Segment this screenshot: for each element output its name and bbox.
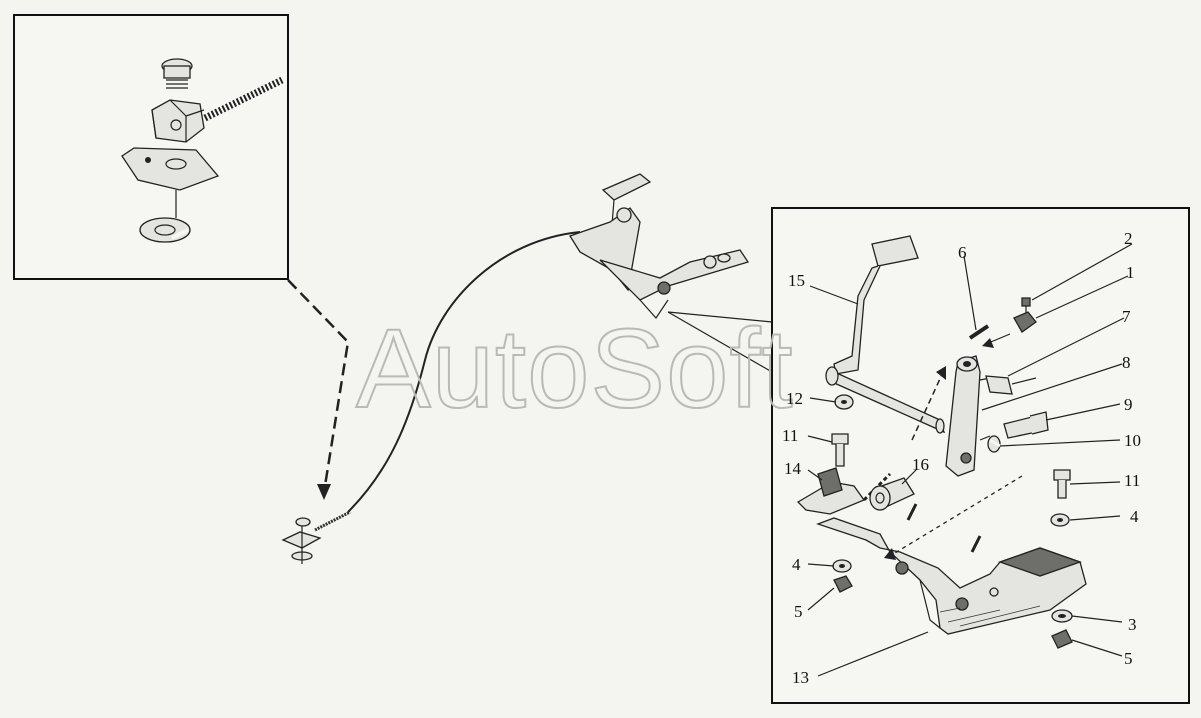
callout-15: 15	[788, 271, 805, 290]
small-cable-end-assembly	[281, 510, 351, 564]
callout-10: 10	[1124, 431, 1141, 450]
callout-11-left: 11	[782, 426, 798, 445]
callout-1: 1	[1126, 263, 1135, 282]
callout-5-left: 5	[794, 602, 803, 621]
callout-2: 2	[1124, 229, 1133, 248]
callout-3: 3	[1128, 615, 1137, 634]
inset-detail-view	[13, 14, 289, 280]
callout-5-right: 5	[1124, 649, 1133, 668]
callout-7: 7	[1122, 307, 1131, 326]
callout-16: 16	[912, 455, 929, 474]
callout-6: 6	[958, 243, 967, 262]
cable	[347, 231, 581, 513]
callout-12: 12	[786, 389, 803, 408]
watermark-text: AutoSoft	[356, 306, 794, 431]
callout-13: 13	[792, 668, 809, 687]
callout-4-right: 4	[1130, 507, 1139, 526]
callout-9: 9	[1124, 395, 1133, 414]
callout-labels: 2 1 6 15 7 8 12 9 11 10 16 14 11 4 4 5 3…	[782, 229, 1141, 687]
assembled-pedal	[569, 173, 750, 319]
exploded-detail-box	[771, 207, 1190, 704]
callout-11-right: 11	[1124, 471, 1140, 490]
callout-14: 14	[784, 459, 802, 478]
callout-4-left: 4	[792, 555, 801, 574]
callout-8: 8	[1122, 353, 1131, 372]
inset-leader-line	[287, 279, 350, 493]
